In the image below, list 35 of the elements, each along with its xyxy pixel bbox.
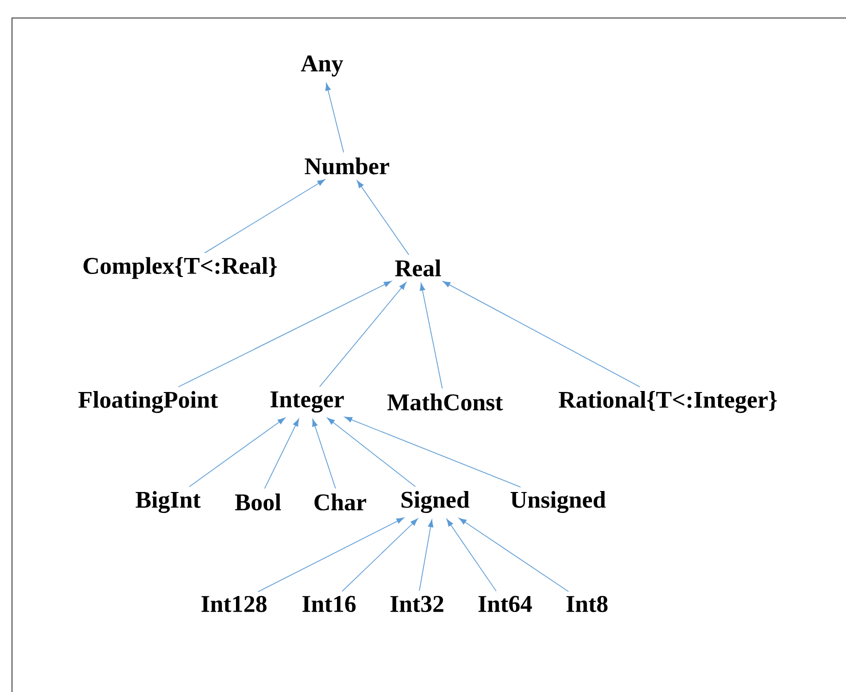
arrow: [420, 283, 443, 389]
type-label: Any: [300, 55, 344, 76]
type-label: Int16: [302, 596, 356, 612]
arrow: [258, 518, 404, 592]
arrow: [188, 418, 286, 488]
type-label: Bool: [235, 494, 281, 510]
arrow: [325, 83, 344, 153]
arrow: [327, 418, 416, 487]
arrow: [204, 179, 326, 254]
arrow: [356, 180, 410, 256]
type-label: FloatingPoint: [78, 391, 218, 413]
arrow: [319, 282, 406, 388]
type-label: Int128: [201, 596, 267, 612]
type-label: Number: [304, 158, 390, 174]
arrow: [442, 281, 640, 388]
type-label: Complex{T<:Real}: [84, 257, 277, 279]
type-label: Integer: [270, 392, 344, 412]
type-label: Int8: [566, 596, 608, 612]
type-label: Signed: [402, 491, 470, 513]
type-label: Int64: [478, 596, 532, 612]
type-label: BigInt: [136, 491, 201, 513]
arrow: [344, 416, 521, 488]
type-label: MathConst: [387, 394, 503, 410]
arrow: [458, 518, 569, 592]
arrow: [342, 518, 418, 592]
type-label: Unsigned: [510, 491, 606, 513]
type-label: Real: [395, 260, 441, 276]
type-label: Rational{T<:Integer}: [558, 391, 777, 413]
arrow: [178, 280, 392, 388]
arrow: [312, 418, 336, 489]
type-label: Char: [314, 494, 366, 510]
arrow: [418, 520, 434, 592]
arrow: [446, 518, 497, 592]
type-label: Int32: [390, 596, 444, 612]
arrow: [264, 418, 299, 489]
